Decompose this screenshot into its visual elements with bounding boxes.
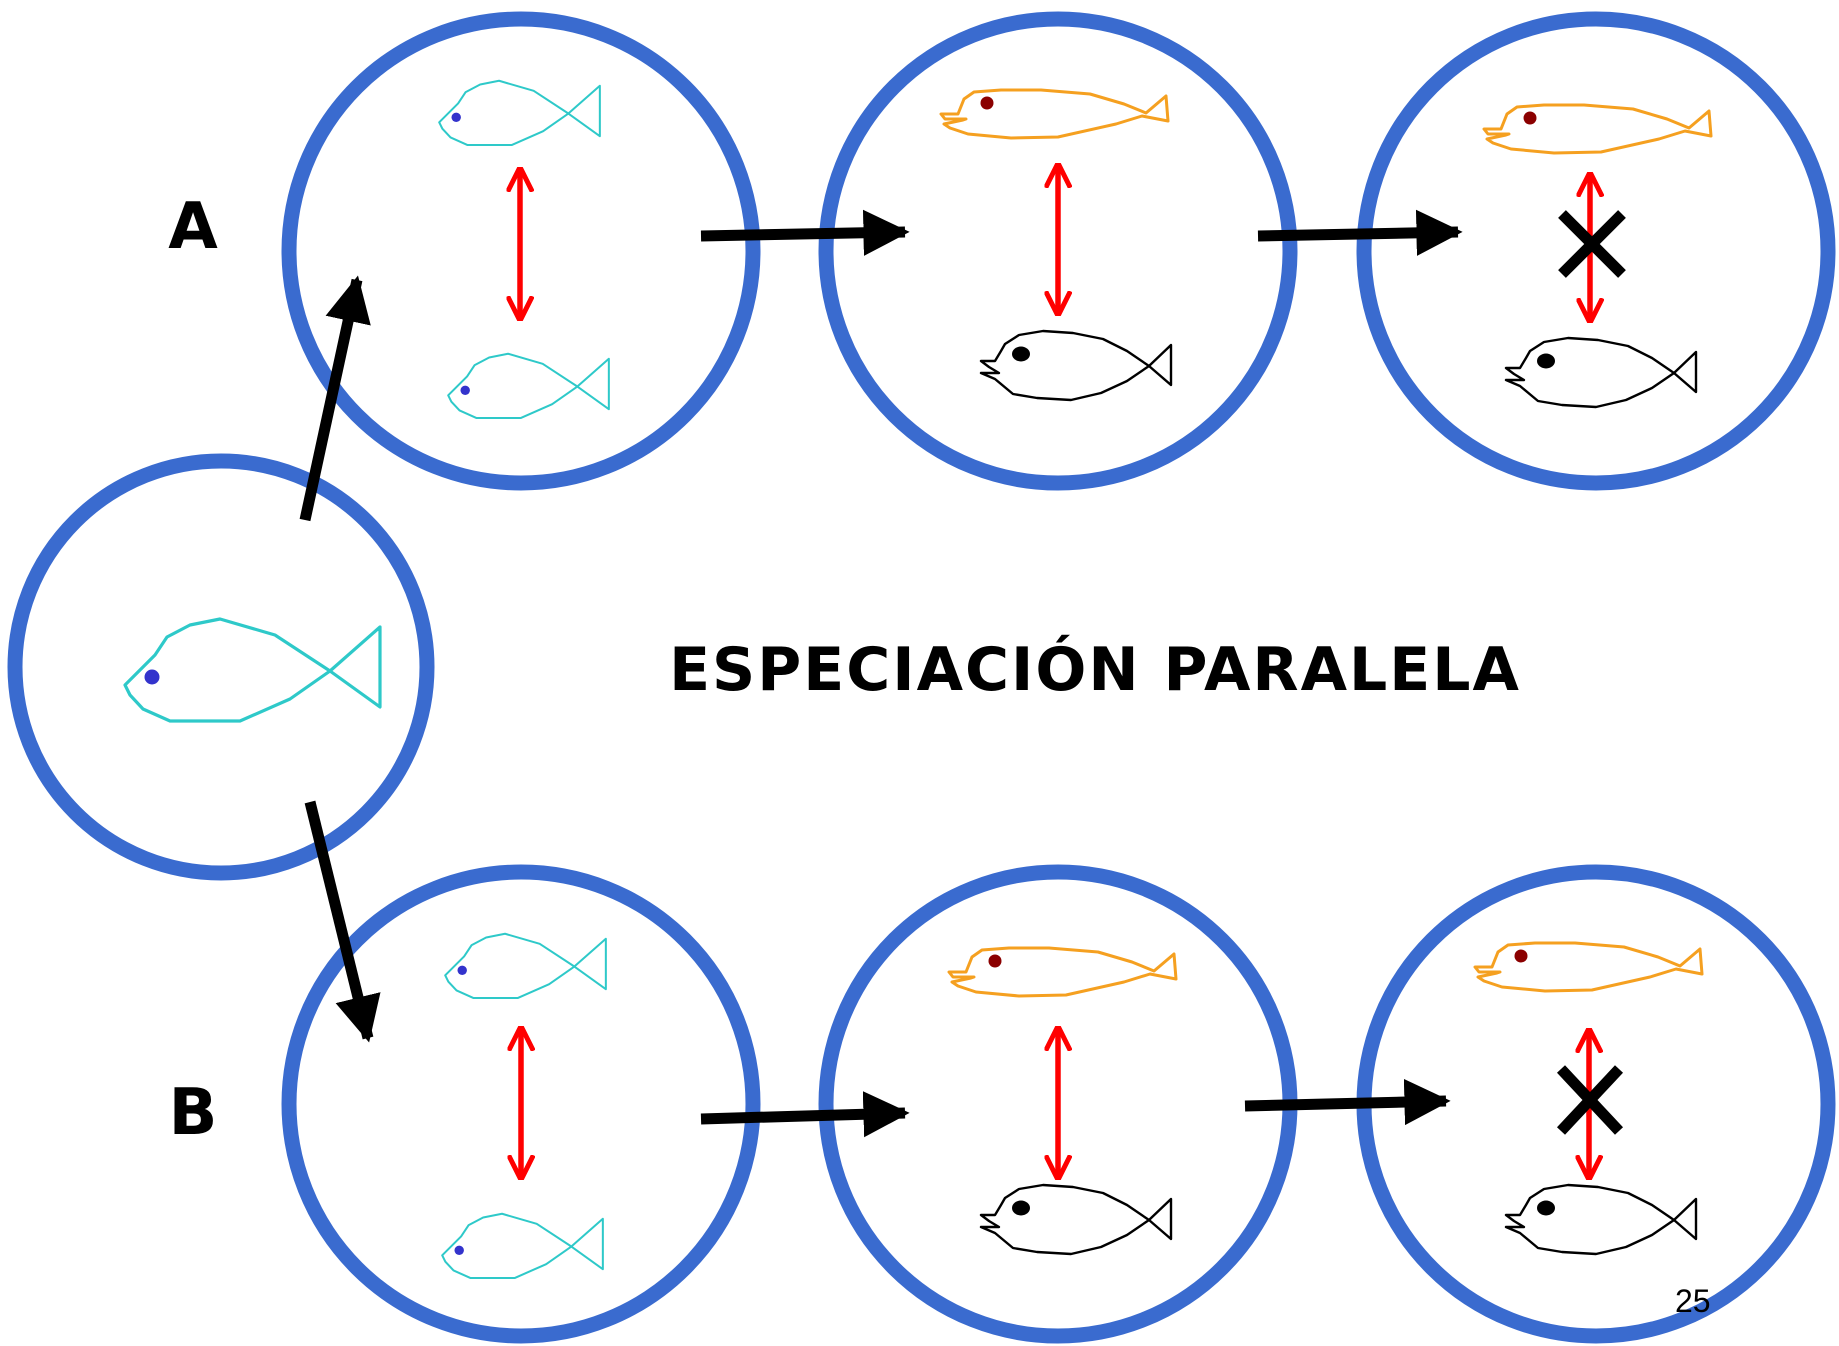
arrow-a1-to-a2 — [700, 209, 910, 256]
ancestral-fish — [123, 617, 382, 723]
black-fish-b2 — [979, 1183, 1173, 1256]
fish-b1-bottom — [441, 1212, 604, 1280]
row-label-a: A — [168, 190, 218, 264]
arrow-b2-to-b3 — [1244, 1078, 1451, 1126]
orange-fish-b3 — [1473, 941, 1704, 993]
ancestral-population-circle — [7, 453, 435, 881]
orange-fish-b2 — [947, 946, 1178, 998]
orange-fish-a3 — [1482, 103, 1713, 155]
diagram-title: ESPECIACIÓN PARALELA — [669, 634, 1521, 705]
arrow-ancestral-to-b — [304, 800, 381, 1043]
blocked-marks — [1556, 210, 1626, 1135]
fish-a1-bottom — [447, 352, 610, 420]
population-a1-circle — [281, 11, 761, 491]
fish-a1-top — [438, 79, 601, 147]
row-label-b: B — [169, 1076, 218, 1150]
population-b1-circle — [281, 864, 761, 1344]
flow-arrows — [299, 209, 1463, 1138]
black-fish-a2 — [979, 329, 1173, 402]
arrow-ancestral-to-a — [299, 275, 371, 522]
orange-fish-a2 — [939, 88, 1170, 140]
population-a3-circle — [1356, 11, 1836, 491]
population-circles — [7, 11, 1836, 1344]
population-a2-circle — [818, 11, 1298, 491]
arrow-b1-to-b2 — [700, 1091, 910, 1138]
page-number: 25 — [1675, 1283, 1711, 1319]
black-fish-b3 — [1504, 1183, 1698, 1256]
blocked-x-b3 — [1556, 1065, 1624, 1135]
fish-b1-top — [444, 932, 607, 1000]
black-fish-a3 — [1504, 336, 1698, 409]
blocked-x-a3 — [1558, 210, 1626, 278]
arrow-a2-to-a3 — [1257, 209, 1463, 256]
